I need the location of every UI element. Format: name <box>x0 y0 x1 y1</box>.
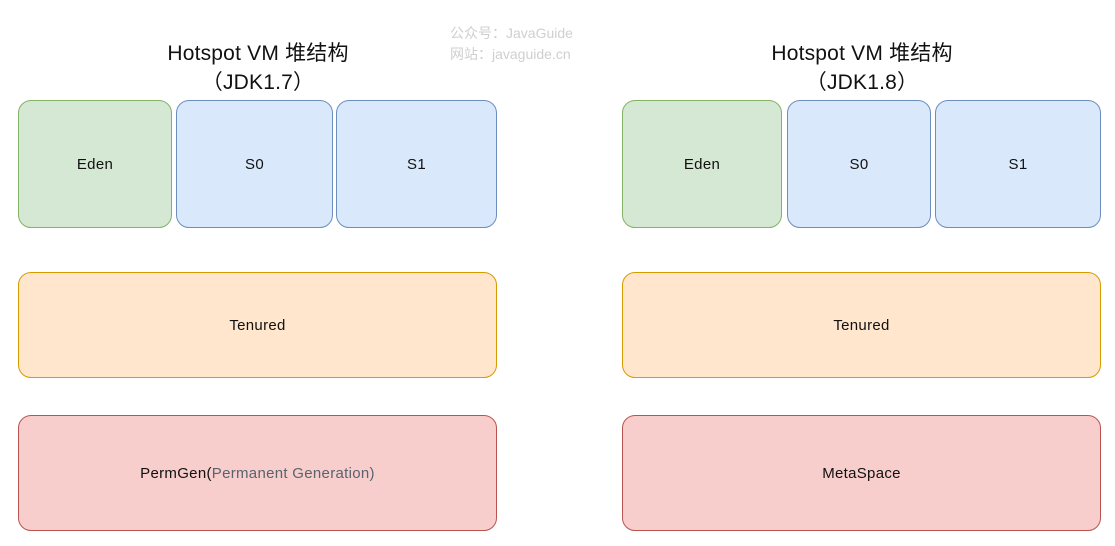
left-s0-box[interactable]: S0 <box>176 100 333 228</box>
watermark-line-1: 公众号：JavaGuide <box>450 25 573 41</box>
left-title-line1: Hotspot VM 堆结构 <box>167 42 349 65</box>
right-s1-label: S1 <box>1008 155 1028 173</box>
right-title-line2: （JDK1.8） <box>805 71 919 94</box>
right-metaspace-box[interactable]: MetaSpace <box>622 415 1101 531</box>
left-title-line2: （JDK1.7） <box>201 71 315 94</box>
watermark: 公众号：JavaGuide 网站：javaguide.cn <box>450 23 573 65</box>
right-s1-box[interactable]: S1 <box>935 100 1101 228</box>
left-eden-label: Eden <box>76 155 114 173</box>
left-permgen-label: PermGen(Permanent Generation) <box>140 465 375 482</box>
left-s0-label: S0 <box>245 155 264 173</box>
left-s1-box[interactable]: S1 <box>336 100 497 228</box>
watermark-line-2: 网站：javaguide.cn <box>450 46 571 62</box>
left-column-title: Hotspot VM 堆结构 （JDK1.7） <box>18 10 498 126</box>
left-permgen-label-primary: PermGen( <box>140 464 212 482</box>
left-permgen-label-secondary: Permanent Generation) <box>211 464 375 482</box>
right-s0-box[interactable]: S0 <box>787 100 931 228</box>
right-metaspace-label: MetaSpace <box>822 464 901 482</box>
right-tenured-box[interactable]: Tenured <box>622 272 1101 378</box>
left-tenured-box[interactable]: Tenured <box>18 272 497 378</box>
right-eden-label: Eden <box>683 155 721 173</box>
left-tenured-label: Tenured <box>229 316 286 334</box>
right-tenured-label: Tenured <box>833 316 890 334</box>
right-title-line1: Hotspot VM 堆结构 <box>771 42 953 65</box>
right-column-title: Hotspot VM 堆结构 （JDK1.8） <box>622 10 1102 126</box>
left-s1-label: S1 <box>407 155 426 173</box>
right-s0-label: S0 <box>849 155 869 173</box>
left-eden-box[interactable]: Eden <box>18 100 172 228</box>
right-eden-box[interactable]: Eden <box>622 100 782 228</box>
left-permgen-box[interactable]: PermGen(Permanent Generation) <box>18 415 497 531</box>
